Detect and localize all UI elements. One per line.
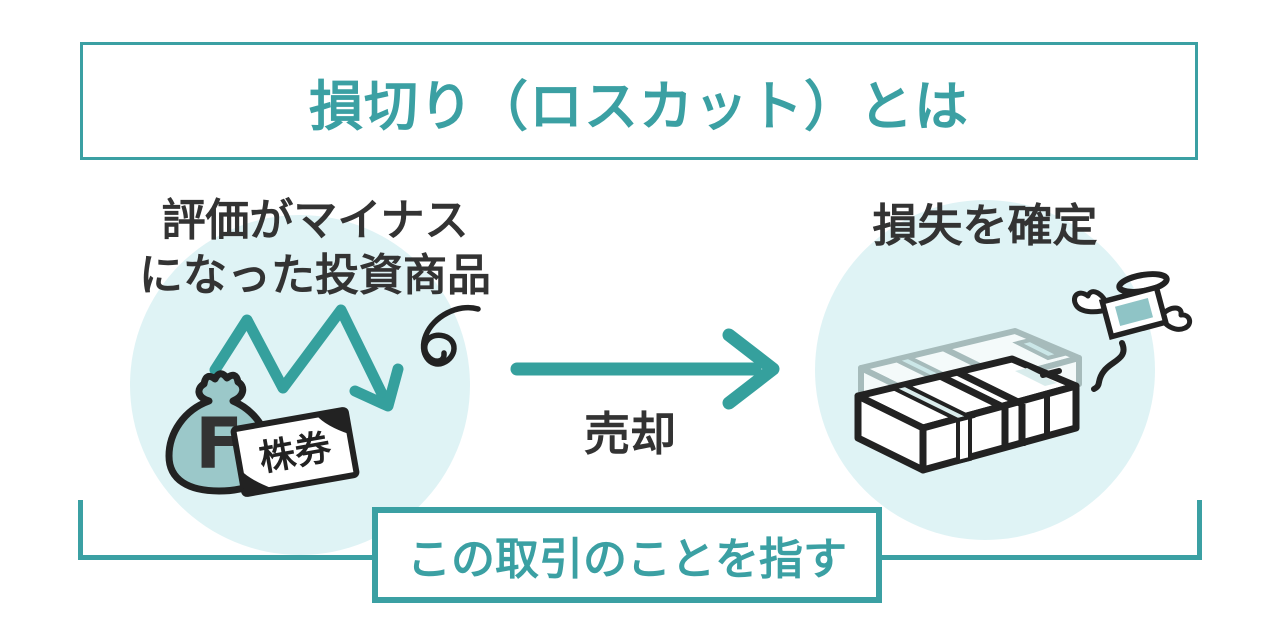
- left-caption: 評価がマイナス になった投資商品: [115, 193, 515, 303]
- bracket-right-vertical: [1197, 500, 1202, 560]
- bottom-caption: この取引のことを指す: [407, 534, 847, 585]
- title-box: 損切り（ロスカット）とは: [80, 42, 1198, 160]
- falling-stock-chart-icon: [209, 304, 404, 412]
- right-caption: 損失を確定: [872, 199, 1098, 252]
- left-wing-icon: [1072, 289, 1112, 315]
- losing-investment-illustration: F 株券: [165, 304, 481, 497]
- confirmed-loss-illustration: [854, 271, 1193, 474]
- stock-certificate-icon: 株券: [230, 407, 360, 497]
- bracket-right-horizontal: [880, 555, 1202, 560]
- money-stack-icon: [854, 355, 1080, 474]
- flying-money-icon: [1072, 271, 1193, 392]
- bracket-left-vertical: [78, 500, 83, 560]
- scribble-icon: [420, 304, 481, 367]
- arrow-right-icon: [510, 328, 780, 410]
- winged-bill-icon: [1098, 283, 1170, 341]
- left-caption-line1: 評価がマイナス: [161, 195, 469, 246]
- bottom-caption-box: この取引のことを指す: [372, 507, 882, 603]
- left-caption-line2: になった投資商品: [139, 250, 491, 301]
- bracket-left-horizontal: [78, 555, 374, 560]
- sell-label: 売却: [584, 407, 676, 461]
- left-illustration-circle: [130, 215, 470, 555]
- squiggle-trail-icon: [1091, 340, 1127, 392]
- page-title: 損切り（ロスカット）とは: [309, 74, 969, 138]
